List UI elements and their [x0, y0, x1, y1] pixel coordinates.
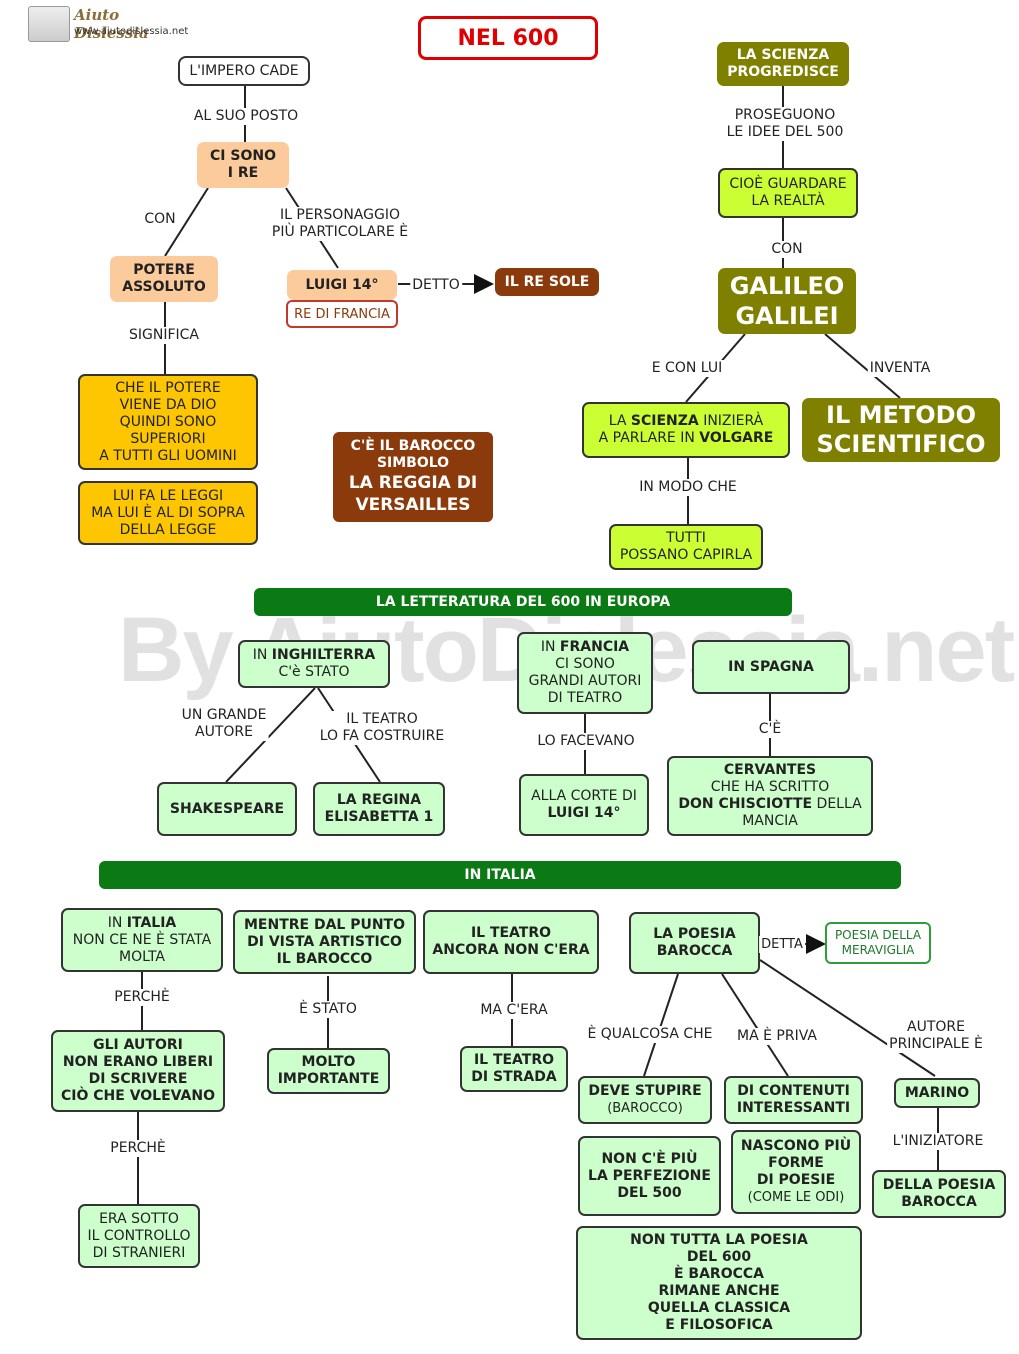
label-ma-cera: MA C'ERA: [478, 1002, 550, 1019]
label-inventa: INVENTA: [867, 360, 933, 377]
label-in-modo-che: IN MODO CHE: [637, 479, 739, 496]
node-shakespeare: SHAKESPEARE: [157, 782, 297, 836]
label-lo-facevano: LO FACEVANO: [535, 733, 637, 750]
label-significa: SIGNIFICA: [127, 327, 201, 344]
node-luigi-14: LUIGI 14°: [287, 270, 397, 300]
section-bar-italia: IN ITALIA: [99, 861, 901, 889]
logo-url: www.aiutodislessia.net: [74, 26, 189, 37]
label-l-iniziatore: L'INIZIATORE: [890, 1133, 986, 1150]
node-re-di-francia: RE DI FRANCIA: [286, 300, 398, 328]
logo[interactable]: Aiuto Dislessia www.aiutodislessia.net: [28, 6, 188, 42]
label-e-con-lui: E CON LUI: [649, 360, 725, 377]
node-impero-cade: L'IMPERO CADE: [178, 56, 310, 86]
label-detta: DETTA: [759, 936, 805, 953]
label-qualcosa-che: È QUALCOSA CHE: [585, 1026, 715, 1043]
label-perche-2: PERCHÈ: [108, 1140, 168, 1157]
label-detto: DETTO: [410, 277, 462, 294]
node-marino: MARINO: [894, 1078, 980, 1108]
section-bar-europa: LA LETTERATURA DEL 600 IN EUROPA: [254, 588, 792, 616]
node-il-re-sole: IL RE SOLE: [495, 268, 599, 296]
logo-title: Aiuto Dislessia: [74, 6, 149, 42]
node-spagna: IN SPAGNA: [692, 640, 850, 694]
label-e-stato: È STATO: [297, 1001, 359, 1018]
label-ce: C'È: [756, 721, 784, 738]
label-al-suo-posto: AL SUO POSTO: [191, 108, 301, 125]
label-ma-e-priva: MA È PRIVA: [735, 1028, 819, 1045]
book-icon: [28, 6, 70, 42]
page-title: NEL 600: [418, 16, 598, 60]
node-scienza-volgare: LA SCIENZA INIZIERÀ A PARLARE IN VOLGARE: [582, 402, 790, 458]
label-con-2: CON: [769, 241, 805, 258]
label-con: CON: [142, 211, 178, 228]
node-deve-stupire: DEVE STUPIRE(BAROCCO): [578, 1076, 712, 1124]
label-perche: PERCHÈ: [112, 989, 172, 1006]
